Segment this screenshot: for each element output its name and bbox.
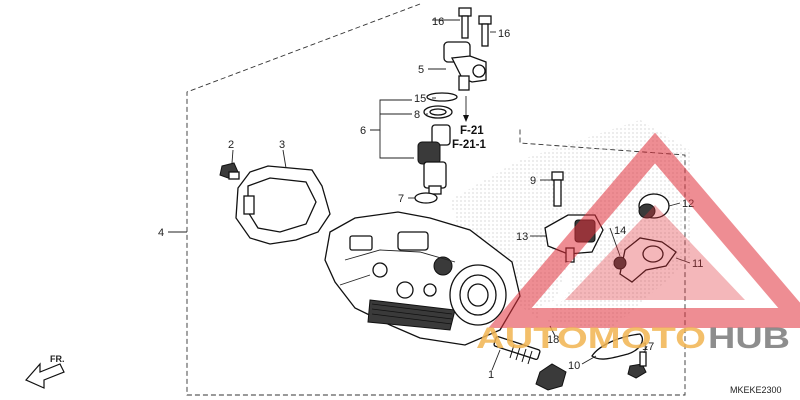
- part-16-bolts: [458, 7, 492, 47]
- callout-1: 1: [488, 369, 494, 381]
- part-2-bolt: [219, 162, 240, 180]
- callout-5: 5: [418, 64, 424, 76]
- part-12-grommet: [638, 193, 670, 219]
- part-15-ring: [426, 92, 458, 102]
- part-1-shaft: [493, 336, 567, 391]
- throttle-body: [324, 211, 521, 346]
- callout-2: 2: [228, 139, 234, 151]
- reference-f21-1: F-21-1: [452, 139, 486, 151]
- part-10-clamp: [591, 333, 643, 360]
- part-6-injector: [417, 124, 451, 195]
- part-5-sensor: [443, 41, 487, 91]
- part-11-bracket: [619, 237, 677, 283]
- callout-17: 17: [642, 341, 654, 353]
- diagram-code: MKEKE2300: [730, 385, 782, 395]
- part-14-nut: [613, 256, 627, 270]
- callout-11: 11: [692, 258, 703, 270]
- callout-7: 7: [398, 193, 404, 205]
- callout-13: 13: [516, 231, 528, 243]
- callout-16b: 16: [498, 28, 510, 40]
- part-3-cover: [235, 165, 331, 245]
- callout-16a: 16: [432, 16, 444, 28]
- callout-10: 10: [568, 360, 580, 372]
- callout-8: 8: [414, 109, 420, 121]
- callout-9: 9: [530, 175, 536, 187]
- watermark-text-a: AUTOMOTO: [476, 322, 706, 355]
- part-17-bolt: [627, 351, 647, 379]
- watermark-text-b: HUB: [708, 322, 790, 355]
- assembly-boundary: [186, 3, 686, 396]
- callout-4: 4: [158, 227, 164, 239]
- part-7-ring: [414, 192, 438, 204]
- callout-14: 14: [614, 225, 626, 237]
- front-direction-arrow: FR.: [25, 354, 65, 389]
- part-9-bolt: [551, 171, 564, 207]
- callout-15: 15: [414, 93, 426, 105]
- reference-f21: F-21: [460, 125, 484, 137]
- callout-18: 18: [547, 334, 559, 346]
- direction-label: FR.: [50, 354, 65, 364]
- watermark-logo: AUTOMOTO HUB: [476, 132, 800, 355]
- leader-lines: [168, 19, 691, 371]
- callout-3: 3: [279, 139, 285, 151]
- callout-6: 6: [360, 125, 366, 137]
